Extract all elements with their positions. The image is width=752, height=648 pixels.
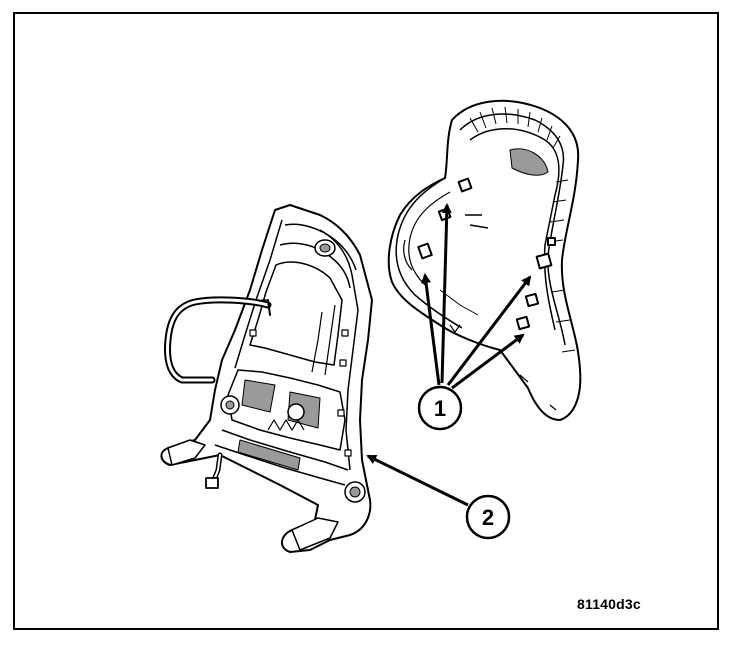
wire-harness [164, 296, 272, 489]
callout-1-leaders [421, 203, 532, 390]
figure-id: 81140d3c [577, 596, 641, 612]
callout-2-leader [366, 454, 469, 507]
callout-2: 2 [465, 494, 511, 540]
seat-back-panel [387, 99, 582, 421]
callout-1-label: 1 [434, 396, 446, 421]
diagram-frame [13, 12, 719, 630]
callout-1: 1 [417, 385, 463, 431]
callout-2-label: 2 [482, 505, 494, 530]
